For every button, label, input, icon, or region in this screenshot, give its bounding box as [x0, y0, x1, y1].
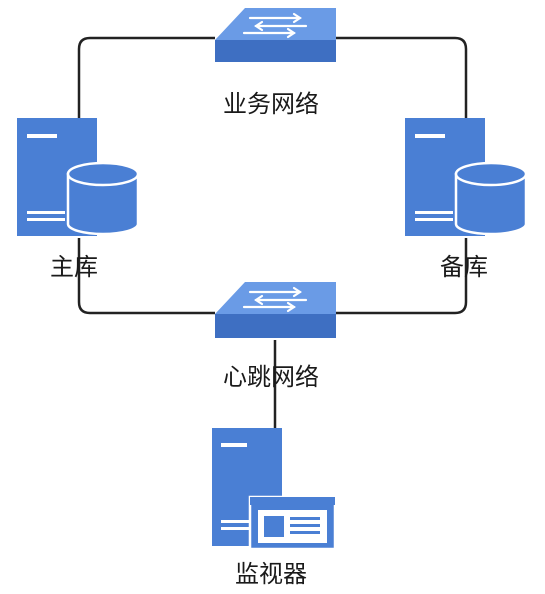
business-switch-icon — [215, 8, 336, 62]
standby-db-label: 备库 — [440, 253, 488, 281]
link-standby-to-heartbeat — [336, 238, 468, 315]
primary-database-icon — [66, 161, 140, 236]
monitor-icon — [248, 495, 337, 551]
heartbeat-switch-icon — [215, 282, 336, 338]
link-business-to-standby — [336, 36, 468, 120]
link-primary-to-heartbeat — [77, 238, 215, 315]
business-network-label: 业务网络 — [223, 90, 319, 118]
connections — [77, 36, 468, 430]
link-business-to-primary — [77, 36, 215, 120]
primary-db-label: 主库 — [50, 253, 98, 281]
heartbeat-network-label: 心跳网络 — [223, 363, 319, 391]
monitor-label: 监视器 — [235, 560, 307, 588]
standby-database-icon — [454, 161, 528, 236]
